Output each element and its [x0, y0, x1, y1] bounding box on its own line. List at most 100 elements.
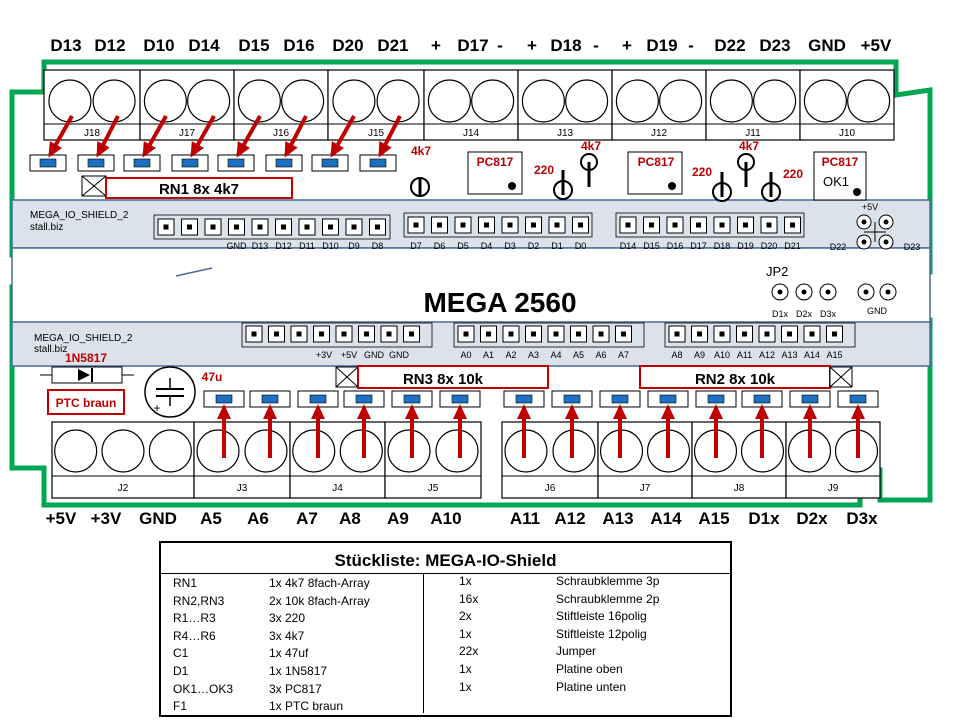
capacitor-label: 47u	[202, 370, 223, 384]
bottom-terminal-label: A7	[296, 509, 318, 528]
part-quantity: 1x	[459, 574, 472, 588]
header-pin-pad	[409, 331, 414, 337]
top-terminal-label: D18	[550, 36, 581, 55]
header-outline	[615, 212, 805, 238]
bottom-connector-label: J4	[332, 483, 343, 494]
header-pin-pad	[351, 224, 357, 230]
screw-terminal	[92, 79, 136, 123]
pc817-label: PC817	[638, 155, 675, 169]
components: 4k7PC8172204k7PC8172204k7220PC817OK11N58…	[40, 139, 867, 418]
mega-2560-title: MEGA 2560	[423, 287, 576, 318]
signal-arrowhead	[263, 404, 277, 419]
bottom-terminal-label: D1x	[748, 509, 780, 528]
signal-arrowhead	[565, 404, 579, 419]
screw-terminal	[187, 79, 231, 123]
jumper-cap	[309, 394, 327, 404]
header-pin-label: D21	[784, 241, 801, 251]
header-pin-pad	[649, 222, 654, 228]
header-pin-label: D12	[275, 241, 292, 251]
header-pin-pad	[719, 331, 725, 337]
header-pin-label: D11	[299, 241, 315, 251]
signal-arrowhead	[357, 404, 371, 419]
lower-board-site: stall.biz	[34, 344, 67, 355]
bottom-connector-label: J7	[640, 483, 651, 494]
header-pin-label: A11	[737, 350, 752, 360]
rn3-resistor-array	[357, 365, 549, 389]
parts-list-title: Stückliste: MEGA-IO-Shield	[334, 551, 557, 570]
r220-label: 220	[692, 165, 712, 179]
header-pin-label: A7	[618, 350, 629, 360]
part-description: Schraubklemme 3p	[556, 574, 660, 588]
part-quantity: 16x	[459, 591, 479, 606]
screw-terminal	[427, 79, 471, 123]
signal-arrowhead	[613, 404, 627, 419]
pc817-pin1-dot	[853, 188, 861, 196]
jumper-cap	[753, 394, 771, 404]
header-pin-label: A9	[694, 350, 705, 360]
header-pin-label: D19	[737, 241, 754, 251]
top-terminal-label: D15	[238, 36, 269, 55]
header-pin-label: GND	[227, 241, 248, 251]
screw-terminal	[659, 79, 703, 123]
header-pin-pad	[719, 222, 725, 228]
bottom-connector-label: J9	[828, 483, 839, 494]
jumper-label: GND	[867, 306, 888, 316]
ptc-label: PTC braun	[56, 396, 117, 410]
screw-terminal	[281, 79, 325, 123]
part-description: Platine oben	[556, 661, 623, 676]
part-description: Stiftleiste 16polig	[556, 609, 647, 624]
header-pin-pad	[463, 331, 469, 337]
signal-arrowhead	[236, 141, 250, 158]
header-pin-label: A15	[826, 350, 842, 360]
signal-arrowhead	[217, 404, 231, 419]
header-pin-pad	[296, 331, 302, 337]
header-pin-pad	[341, 331, 347, 337]
header-pin-pad	[764, 331, 770, 337]
bottom-terminal-label: GND	[139, 509, 177, 528]
header-pin-pad	[328, 224, 333, 230]
header-pin-pad	[766, 222, 772, 228]
part-reference: F1	[173, 699, 188, 714]
screw-terminal	[54, 429, 98, 473]
pc817-pin1-dot	[508, 182, 516, 190]
top-connector-label: J18	[84, 128, 101, 139]
bottom-terminal-label: D2x	[796, 509, 828, 528]
header-pin-label: D10	[322, 241, 339, 251]
r4k7-label: 4k7	[581, 139, 601, 153]
part-description: Platine unten	[556, 679, 627, 694]
header-pin-pad	[304, 224, 310, 230]
screw-terminal	[565, 79, 609, 123]
header-pin-pad	[386, 331, 392, 337]
jumper-pin-pad	[863, 289, 869, 295]
jumper-cap	[39, 158, 57, 168]
top-terminal-label: D17	[457, 36, 488, 55]
header-pin-pad	[210, 224, 216, 230]
header-pin-label: +5V	[341, 350, 357, 360]
bottom-terminal-label: A12	[554, 509, 585, 528]
bottom-terminal-label: A5	[200, 509, 222, 528]
screw-terminal	[244, 429, 288, 473]
screw-terminal	[101, 429, 145, 473]
part-description: Jumper	[556, 644, 597, 659]
part-description: 2x 10k 8fach-Array	[269, 593, 370, 608]
top-connector-label: J17	[179, 128, 196, 139]
header-pin-pad	[281, 224, 286, 230]
signal-arrowhead	[330, 141, 344, 158]
pc817-label: PC817	[477, 155, 514, 169]
ok1-label: OK1	[823, 174, 849, 189]
top-terminal-label: +	[527, 36, 537, 55]
part-quantity: 2x	[459, 609, 472, 624]
header-pin-pad	[861, 239, 867, 245]
jumper-cap	[515, 394, 533, 404]
part-reference: C1	[173, 646, 189, 661]
header-pin-pad	[437, 222, 442, 228]
bottom-terminal-label: A13	[602, 509, 633, 528]
signal-arrowhead	[96, 141, 110, 158]
header-outline	[403, 212, 593, 238]
jumper-cap	[355, 394, 373, 404]
header-pin-pad	[787, 331, 792, 337]
part-reference: R4…R6	[173, 628, 216, 643]
header-pin-pad	[576, 331, 581, 337]
top-connector-label: J12	[651, 128, 668, 139]
